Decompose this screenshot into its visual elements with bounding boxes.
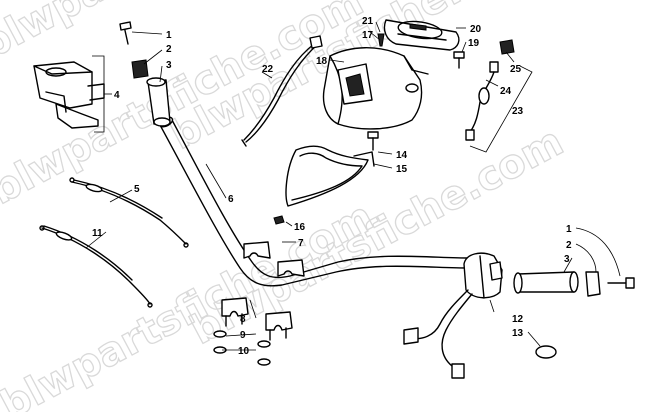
throttle-cable — [69, 177, 189, 248]
right-grip — [513, 271, 579, 294]
callout-11: 11 — [92, 228, 103, 239]
clamp-upper-7a — [243, 241, 271, 259]
clamp-lower-8a — [221, 297, 249, 327]
callout-6: 6 — [228, 194, 234, 205]
callout-13: 13 — [512, 328, 524, 339]
brake-cable — [39, 225, 153, 308]
watermark: blwpartsfiche.com blwpartsfiche.com blwp… — [0, 0, 571, 412]
switch-25 — [499, 39, 515, 55]
watermark-text: blwpartsfiche.com — [0, 194, 381, 412]
screw-21 — [377, 33, 385, 47]
callout-3: 3 — [166, 60, 172, 71]
clamp-upper-7b — [277, 259, 305, 277]
left-end-cap — [131, 59, 149, 79]
callout-20: 20 — [470, 24, 482, 35]
callout-12: 12 — [512, 314, 524, 325]
left-grip — [146, 77, 171, 127]
callout-22: 22 — [262, 64, 274, 75]
callout-4: 4 — [114, 90, 120, 101]
throttle-control — [33, 61, 105, 129]
callout-8: 8 — [240, 314, 246, 325]
speedometer-cable — [241, 35, 323, 147]
callout-18: 18 — [316, 56, 328, 67]
hood-bracket — [285, 145, 375, 207]
callout-24: 24 — [500, 86, 512, 97]
washers-and-nuts — [213, 330, 271, 366]
handlebar-hood — [322, 47, 429, 130]
switch-24 — [465, 61, 499, 141]
callout-1-right: 1 — [566, 224, 572, 235]
callout-17: 17 — [362, 30, 374, 41]
screw-16 — [273, 215, 285, 225]
clamp-lower-8b — [265, 311, 293, 341]
right-end-screw — [607, 277, 635, 289]
control-switch-housing — [403, 252, 503, 379]
callout-2-right: 2 — [566, 240, 572, 251]
callout-23: 23 — [512, 106, 524, 117]
bracket-23 — [469, 65, 533, 153]
callout-7: 7 — [298, 238, 304, 249]
callout-labels: 1 2 3 4 5 6 7 8 9 10 11 12 13 14 15 16 1… — [92, 16, 572, 357]
bolt-14 — [367, 131, 379, 151]
callout-21: 21 — [362, 16, 374, 27]
retaining-ring — [535, 345, 557, 359]
callout-25: 25 — [510, 64, 522, 75]
instrument-cluster — [383, 19, 460, 51]
right-end-cap — [585, 271, 601, 297]
callout-15: 15 — [396, 164, 408, 175]
callout-2: 2 — [166, 44, 172, 55]
left-end-screw — [119, 21, 132, 45]
callout-19: 19 — [468, 38, 480, 49]
leader-lines — [85, 21, 621, 351]
callout-16: 16 — [294, 222, 306, 233]
callout-14: 14 — [396, 150, 408, 161]
callout-5: 5 — [134, 184, 140, 195]
callout-10: 10 — [238, 346, 250, 357]
callout-3-right: 3 — [564, 254, 570, 265]
callout-9: 9 — [240, 330, 246, 341]
callout-1: 1 — [166, 30, 172, 41]
bolt-19 — [453, 51, 465, 69]
